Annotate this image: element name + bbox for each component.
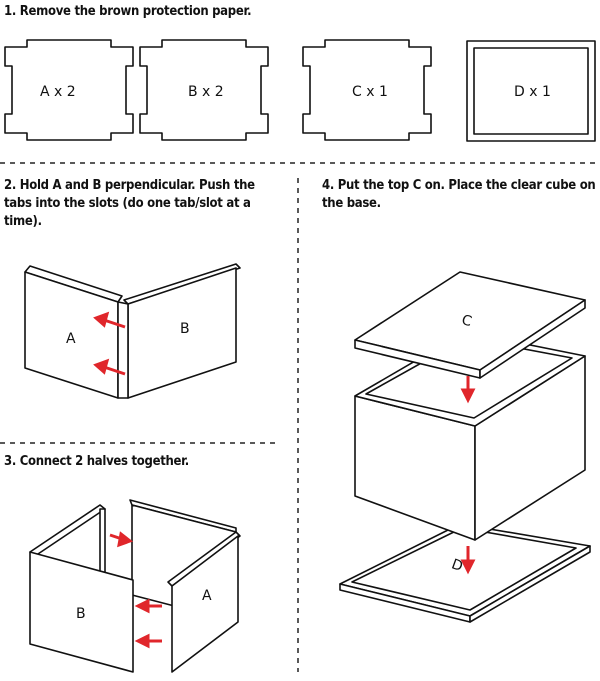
step4-text: 4. Put the top C on. Place the clear cub… [322,178,596,211]
red-arrow-icon [460,546,476,575]
label-d: D [449,556,465,575]
part-a-panel [4,39,134,141]
step3-text: 3. Connect 2 halves together. [4,454,189,469]
step2-text: 2. Hold A and B perpendicular. Push the … [4,178,255,229]
label-c: C [460,312,474,330]
red-arrow-icon [93,358,126,376]
red-arrow-icon [93,311,126,329]
part-d-label: D x 1 [514,84,551,100]
part-b-panel [139,39,269,141]
part-a-label: A x 2 [40,84,76,100]
label-a: A [202,588,212,604]
panel-a [171,535,239,673]
part-d-panel [466,40,596,142]
label-b: B [180,321,190,337]
red-arrow-icon [134,633,162,649]
step4-figure: D C [339,271,591,623]
panel-b [29,551,134,673]
step1-text: 1. Remove the brown protection paper. [4,4,252,19]
label-a: A [66,331,76,347]
step2-figure: A B [24,263,241,399]
part-c-label: C x 1 [352,84,388,100]
red-arrow-icon [109,531,134,548]
step3-figure: B A [29,499,241,673]
part-c-panel [302,39,432,141]
red-arrow-icon [134,598,162,614]
part-b-label: B x 2 [188,84,224,100]
label-b: B [76,606,86,622]
red-arrow-icon [460,376,476,404]
